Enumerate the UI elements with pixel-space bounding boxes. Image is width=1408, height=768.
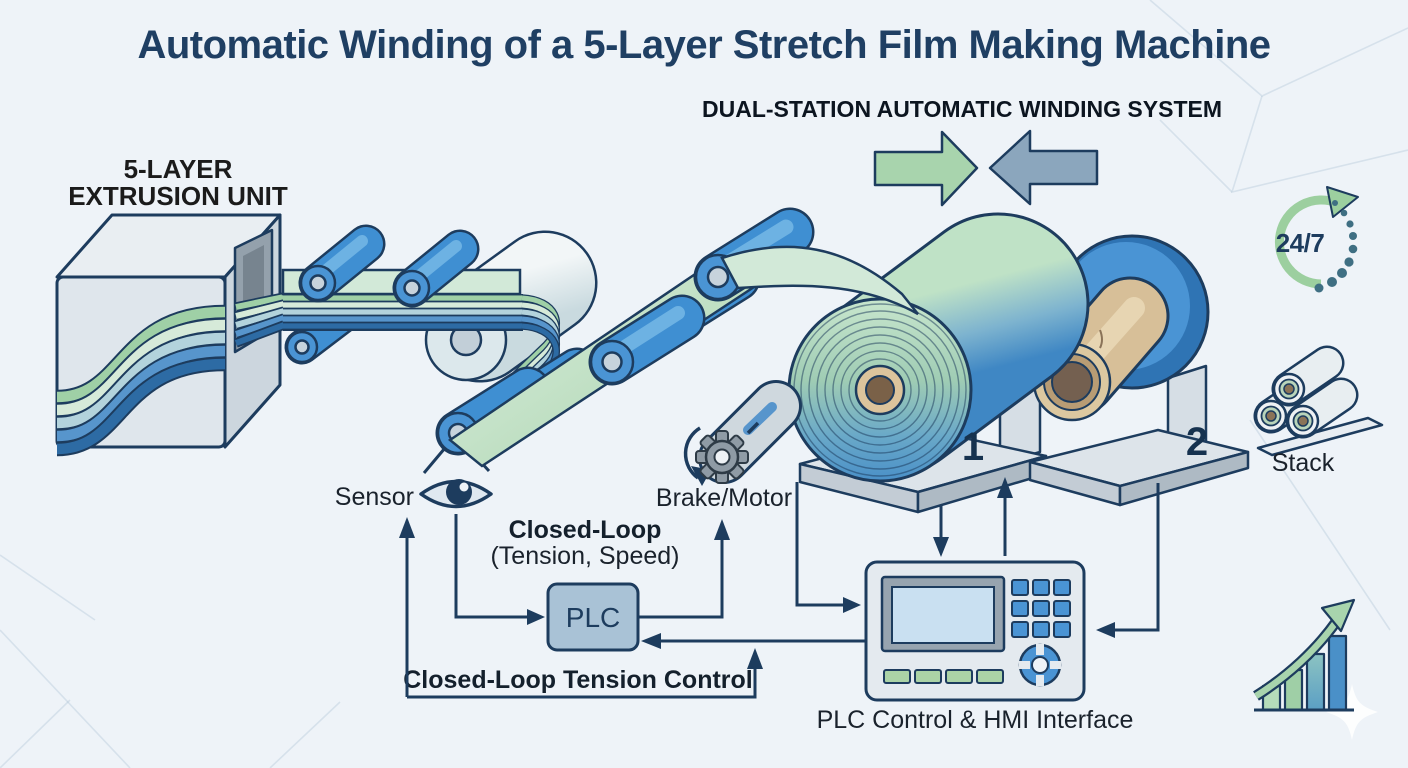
stacked-roll (1271, 345, 1345, 407)
extrusion-unit (55, 213, 286, 457)
hmi-panel (864, 560, 1086, 702)
extrusion-unit-label-line1: 5-LAYER (124, 154, 233, 184)
extrusion-unit-label-line2: EXTRUSION UNIT (68, 181, 288, 211)
brake-motor-assembly (683, 380, 802, 486)
page-title: Automatic Winding of a 5-Layer Stretch F… (137, 23, 1270, 67)
nip-roller (298, 224, 386, 303)
station1-number: 1 (962, 425, 984, 469)
winding-station-1-roll (787, 212, 1090, 483)
subtitle-dual-station: DUAL-STATION AUTOMATIC WINDING SYSTEM (702, 96, 1222, 122)
rotation-arrow-icon (683, 426, 701, 480)
plc-label: PLC (566, 602, 620, 633)
swap-arrow-left-icon (988, 129, 1099, 206)
gear-icon (695, 430, 749, 484)
sparkle-decoration (1326, 684, 1378, 740)
film-web-to-roll (720, 245, 919, 316)
nip-roller (392, 229, 480, 308)
hmi-keypad[interactable] (1011, 579, 1071, 638)
guide-roller (588, 294, 706, 386)
growth-chart-icon (1253, 598, 1356, 712)
sensor-eye-icon (419, 479, 493, 509)
hmi-dpad[interactable] (1018, 643, 1062, 687)
swap-arrow-right-icon (873, 130, 979, 207)
stack-icon: Stack (1253, 345, 1384, 477)
closed-loop-label-line1: Closed-Loop (509, 516, 662, 544)
control-loop-arrows (399, 477, 1160, 699)
five-layer-flow (56, 304, 226, 457)
stack-label: Stack (1272, 449, 1335, 477)
tension-control-label: Closed-Loop Tension Control (403, 666, 753, 694)
uptime-24-7-icon: 24/7 (1274, 186, 1359, 293)
winding-station-2-core (1032, 234, 1210, 422)
winding-station-2-stand (1028, 364, 1250, 507)
closed-loop-label-line2: (Tension, Speed) (490, 542, 679, 570)
station2-number: 2 (1186, 420, 1208, 464)
uptime-label: 24/7 (1276, 228, 1325, 258)
stacked-roll (1285, 377, 1359, 439)
hmi-label: PLC Control & HMI Interface (817, 706, 1134, 734)
brake-motor-label: Brake/Motor (656, 484, 792, 512)
sensor-label: Sensor (335, 483, 414, 511)
hmi-function-buttons[interactable] (883, 669, 1004, 684)
hmi-screen (891, 586, 995, 644)
